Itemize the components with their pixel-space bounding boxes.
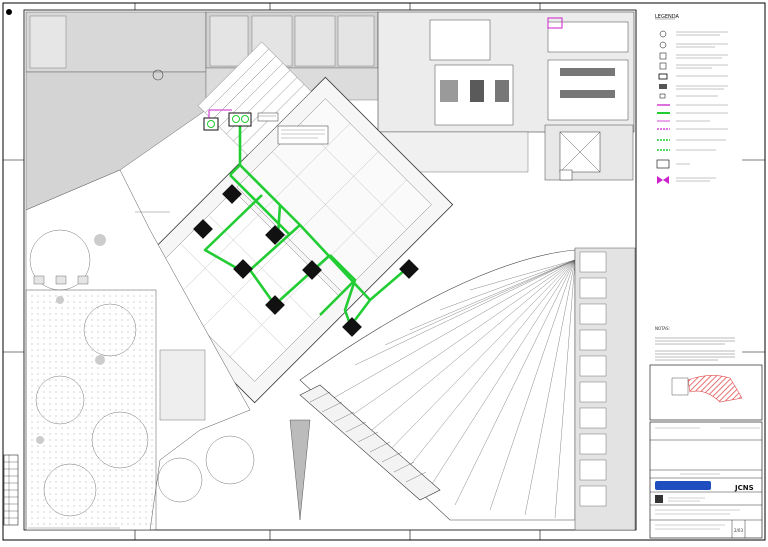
equipment-box-icon [658,73,668,80]
sheet-number: 2/03 [734,528,743,533]
key-plan: PLANTA DE SITUAÇÃO [649,364,763,429]
notes-panel: NOTAS: [655,326,735,361]
client-logo-icon [655,481,711,490]
numbered-circle-icon [659,41,667,49]
plaza-arc [299,247,636,531]
plan-annotations [28,115,276,529]
rooms-top-right [377,11,635,181]
legend-title: LEGENDA [655,14,679,20]
outdoor-units [203,109,329,145]
company-name: JCNS [734,484,754,492]
numbered-square-icon [659,62,667,70]
title-block: JCNS 2/03 [649,421,763,539]
ramp-stairs [289,384,441,521]
notes-title: NOTAS: [655,326,670,331]
garden-area [25,169,255,531]
logo-mark-icon [656,159,670,169]
equipment-units [193,184,419,337]
hatched-box-icon [659,84,667,89]
bowtie-valve-icon [657,176,669,184]
main-building [126,41,454,404]
small-square-icon [659,93,666,99]
revision-table [3,454,19,526]
legend-symbols [656,30,670,184]
green-duct-network [203,120,406,331]
numbered-circle-icon [659,30,667,38]
numbered-square-icon [659,52,667,60]
firm-logo-icon [655,495,663,503]
legend-panel: LEGENDA [635,10,728,530]
